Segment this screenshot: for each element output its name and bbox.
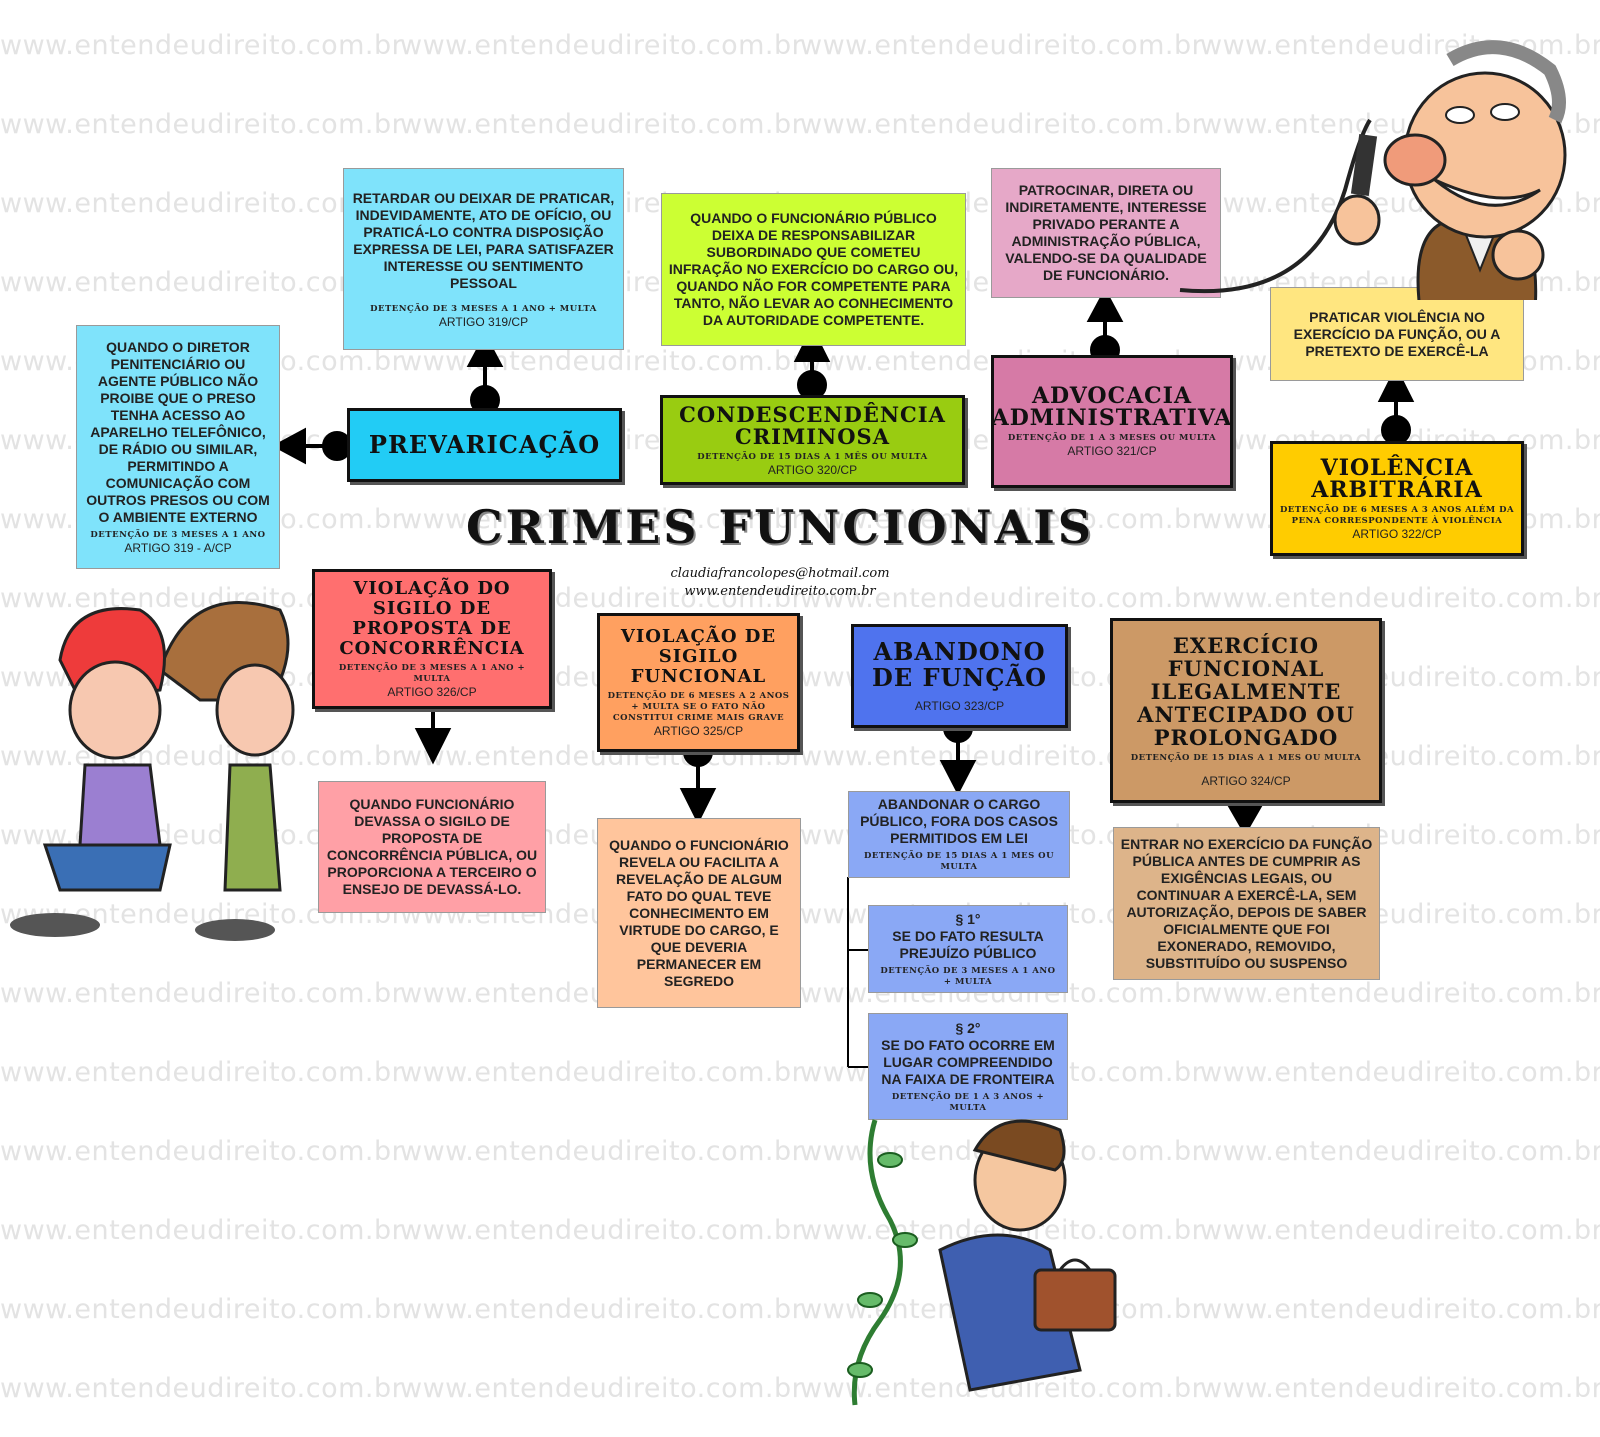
- crime-title: VIOLÊNCIA ARBITRÁRIA: [1311, 454, 1483, 503]
- sigilo-funcional-description: QUANDO O FUNCIONÁRIO REVELA OU FACILITA …: [597, 818, 801, 1008]
- connector-arrow: [1226, 804, 1264, 837]
- author-credit: claudiafrancolopes@hotmail.com www.enten…: [580, 565, 980, 601]
- prevaricacao-description: RETARDAR OU DEIXAR DE PRATICAR, INDEVIDA…: [343, 168, 624, 350]
- description-text: ENTRAR NO EXERCÍCIO DA FUNÇÃO PÚBLICA AN…: [1120, 835, 1373, 971]
- article-text: ARTIGO 321/CP: [1067, 444, 1157, 458]
- description-text: ABANDONAR O CARGO PÚBLICO, FORA DOS CASO…: [860, 796, 1058, 846]
- crime-title: CONDESCENDÊNCIA CRIMINOSA: [679, 401, 946, 449]
- paragraph-text: SE DO FATO RESULTA PREJUÍZO PÚBLICO: [892, 927, 1044, 961]
- article-text: ARTIGO 326/CP: [387, 685, 477, 699]
- article-text: ARTIGO 323/CP: [914, 699, 1005, 713]
- penalty-text: DETENÇÃO DE 1 A 3 MESES OU MULTA: [1007, 433, 1217, 443]
- description-text: RETARDAR OU DEIXAR DE PRATICAR, INDEVIDA…: [352, 189, 615, 291]
- connector-arrow: [679, 788, 717, 825]
- advocacia-description: PATROCINAR, DIRETA OU INDIRETAMENTE, INT…: [991, 168, 1221, 298]
- author-site: www.entendeudireito.com.br: [684, 584, 876, 599]
- crime-title: VIOLAÇÃO DO SIGILO DE PROPOSTA DE CONCOR…: [339, 578, 525, 659]
- abandono-description: ABANDONAR O CARGO PÚBLICO, FORA DOS CASO…: [848, 791, 1070, 878]
- connector-arrow: [1377, 365, 1415, 402]
- sigilo-concorrencia-box: VIOLAÇÃO DO SIGILO DE PROPOSTA DE CONCOR…: [312, 569, 552, 709]
- exercicio-box: EXERCÍCIO FUNCIONAL ILEGALMENTE ANTECIPA…: [1110, 618, 1382, 803]
- exercicio-description: ENTRAR NO EXERCÍCIO DA FUNÇÃO PÚBLICA AN…: [1113, 827, 1380, 980]
- description-text: QUANDO FUNCIONÁRIO DEVASSA O SIGILO DE P…: [326, 796, 538, 897]
- article-text: ARTIGO 320/CP: [767, 462, 858, 477]
- description-text: QUANDO O FUNCIONÁRIO REVELA OU FACILITA …: [609, 836, 789, 989]
- condescendencia-description: QUANDO O FUNCIONÁRIO PÚBLICO DEIXA DE RE…: [661, 193, 966, 346]
- page-title: CRIMES FUNCIONAIS: [465, 500, 1095, 554]
- violencia-box: VIOLÊNCIA ARBITRÁRIA DETENÇÃO DE 6 MESES…: [1270, 441, 1524, 556]
- penalty-text: DETENÇÃO DE 15 DIAS A 1 MÊS OU MULTA: [697, 451, 928, 462]
- connector-arrow: [466, 332, 504, 367]
- prevaricacao-box: PREVARICAÇÃO: [347, 408, 622, 482]
- article-text: ARTIGO 325/CP: [653, 724, 744, 738]
- connector-arrow: [939, 760, 977, 796]
- penalty-text: DETENÇÃO DE 6 MESES A 2 ANOS + MULTA SE …: [607, 691, 790, 723]
- connector-dot: [1381, 415, 1411, 445]
- crime-title: ABANDONO DE FUNÇÃO: [872, 637, 1047, 692]
- article-text: ARTIGO 319/CP: [438, 314, 529, 329]
- crime-title: EXERCÍCIO FUNCIONAL ILEGALMENTE ANTECIPA…: [1137, 632, 1355, 750]
- penalty-text: DETENÇÃO DE 3 MESES A 1 ANO + MULTA: [338, 663, 526, 684]
- description-text: QUANDO O DIRETOR PENITENCIÁRIO OU AGENTE…: [86, 339, 270, 525]
- condescendencia-box: CONDESCENDÊNCIA CRIMINOSA DETENÇÃO DE 15…: [660, 395, 965, 485]
- connector-arrow: [1086, 287, 1124, 322]
- penalty-text: DETENÇÃO DE 15 DIAS A 1 MES OU MULTA: [863, 851, 1054, 872]
- penalty-text: DETENÇÃO DE 1 A 3 ANOS + MULTA: [891, 1091, 1045, 1113]
- penalty-text: DETENÇÃO DE 3 MESES A 1 ANO + MULTA: [370, 303, 597, 314]
- crime-title: VIOLAÇÃO DE SIGILO FUNCIONAL: [620, 626, 777, 687]
- prevaricacao-a-description: QUANDO O DIRETOR PENITENCIÁRIO OU AGENTE…: [76, 325, 280, 569]
- gossip-women-illustration: [10, 601, 295, 941]
- sigilo-concorrencia-description: QUANDO FUNCIONÁRIO DEVASSA O SIGILO DE P…: [318, 781, 546, 913]
- description-text: PATROCINAR, DIRETA OU INDIRETAMENTE, INT…: [1005, 182, 1207, 283]
- connector-arrow: [414, 728, 452, 765]
- description-text: PRATICAR VIOLÊNCIA NO EXERCÍCIO DA FUNÇÃ…: [1293, 308, 1501, 359]
- article-text: ARTIGO 324/CP: [1201, 773, 1291, 788]
- penalty-text: DETENÇÃO DE 3 MESES A 1 ANO: [90, 530, 266, 540]
- penalty-text: DETENÇÃO DE 6 MESES A 3 ANOS ALÉM DA PEN…: [1279, 504, 1515, 526]
- abandono-box: ABANDONO DE FUNÇÃO ARTIGO 323/CP: [851, 624, 1068, 728]
- whip-man-illustration: [1179, 40, 1567, 300]
- crime-title: PREVARICAÇÃO: [368, 430, 601, 459]
- advocacia-box: ADVOCACIA ADMINISTRATIVA DETENÇÃO DE 1 A…: [991, 355, 1233, 488]
- penalty-text: DETENÇÃO DE 15 DIAS A 1 MES OU MULTA: [1130, 752, 1362, 763]
- crime-title: ADVOCACIA ADMINISTRATIVA: [991, 383, 1233, 431]
- paragraph-label: § 1°: [955, 910, 981, 927]
- paragraph-label: § 2°: [955, 1019, 981, 1036]
- abandono-paragraph-2: § 2° SE DO FATO OCORRE EM LUGAR COMPREEN…: [868, 1013, 1068, 1120]
- abandono-paragraph-1: § 1° SE DO FATO RESULTA PREJUÍZO PÚBLICO…: [868, 905, 1068, 993]
- vine-man-illustration: [847, 1119, 1117, 1406]
- article-text: ARTIGO 322/CP: [1352, 526, 1442, 541]
- violencia-description: PRATICAR VIOLÊNCIA NO EXERCÍCIO DA FUNÇÃ…: [1270, 287, 1524, 381]
- paragraph-text: SE DO FATO OCORRE EM LUGAR COMPREENDIDO …: [881, 1036, 1055, 1087]
- description-text: QUANDO O FUNCIONÁRIO PÚBLICO DEIXA DE RE…: [668, 210, 959, 328]
- sigilo-funcional-box: VIOLAÇÃO DE SIGILO FUNCIONAL DETENÇÃO DE…: [597, 613, 800, 752]
- author-email: claudiafrancolopes@hotmail.com: [670, 566, 890, 581]
- penalty-text: DETENÇÃO DE 3 MESES A 1 ANO + MULTA: [880, 965, 1056, 987]
- connector-arrow: [271, 427, 306, 465]
- article-text: ARTIGO 319 - A/CP: [124, 541, 232, 555]
